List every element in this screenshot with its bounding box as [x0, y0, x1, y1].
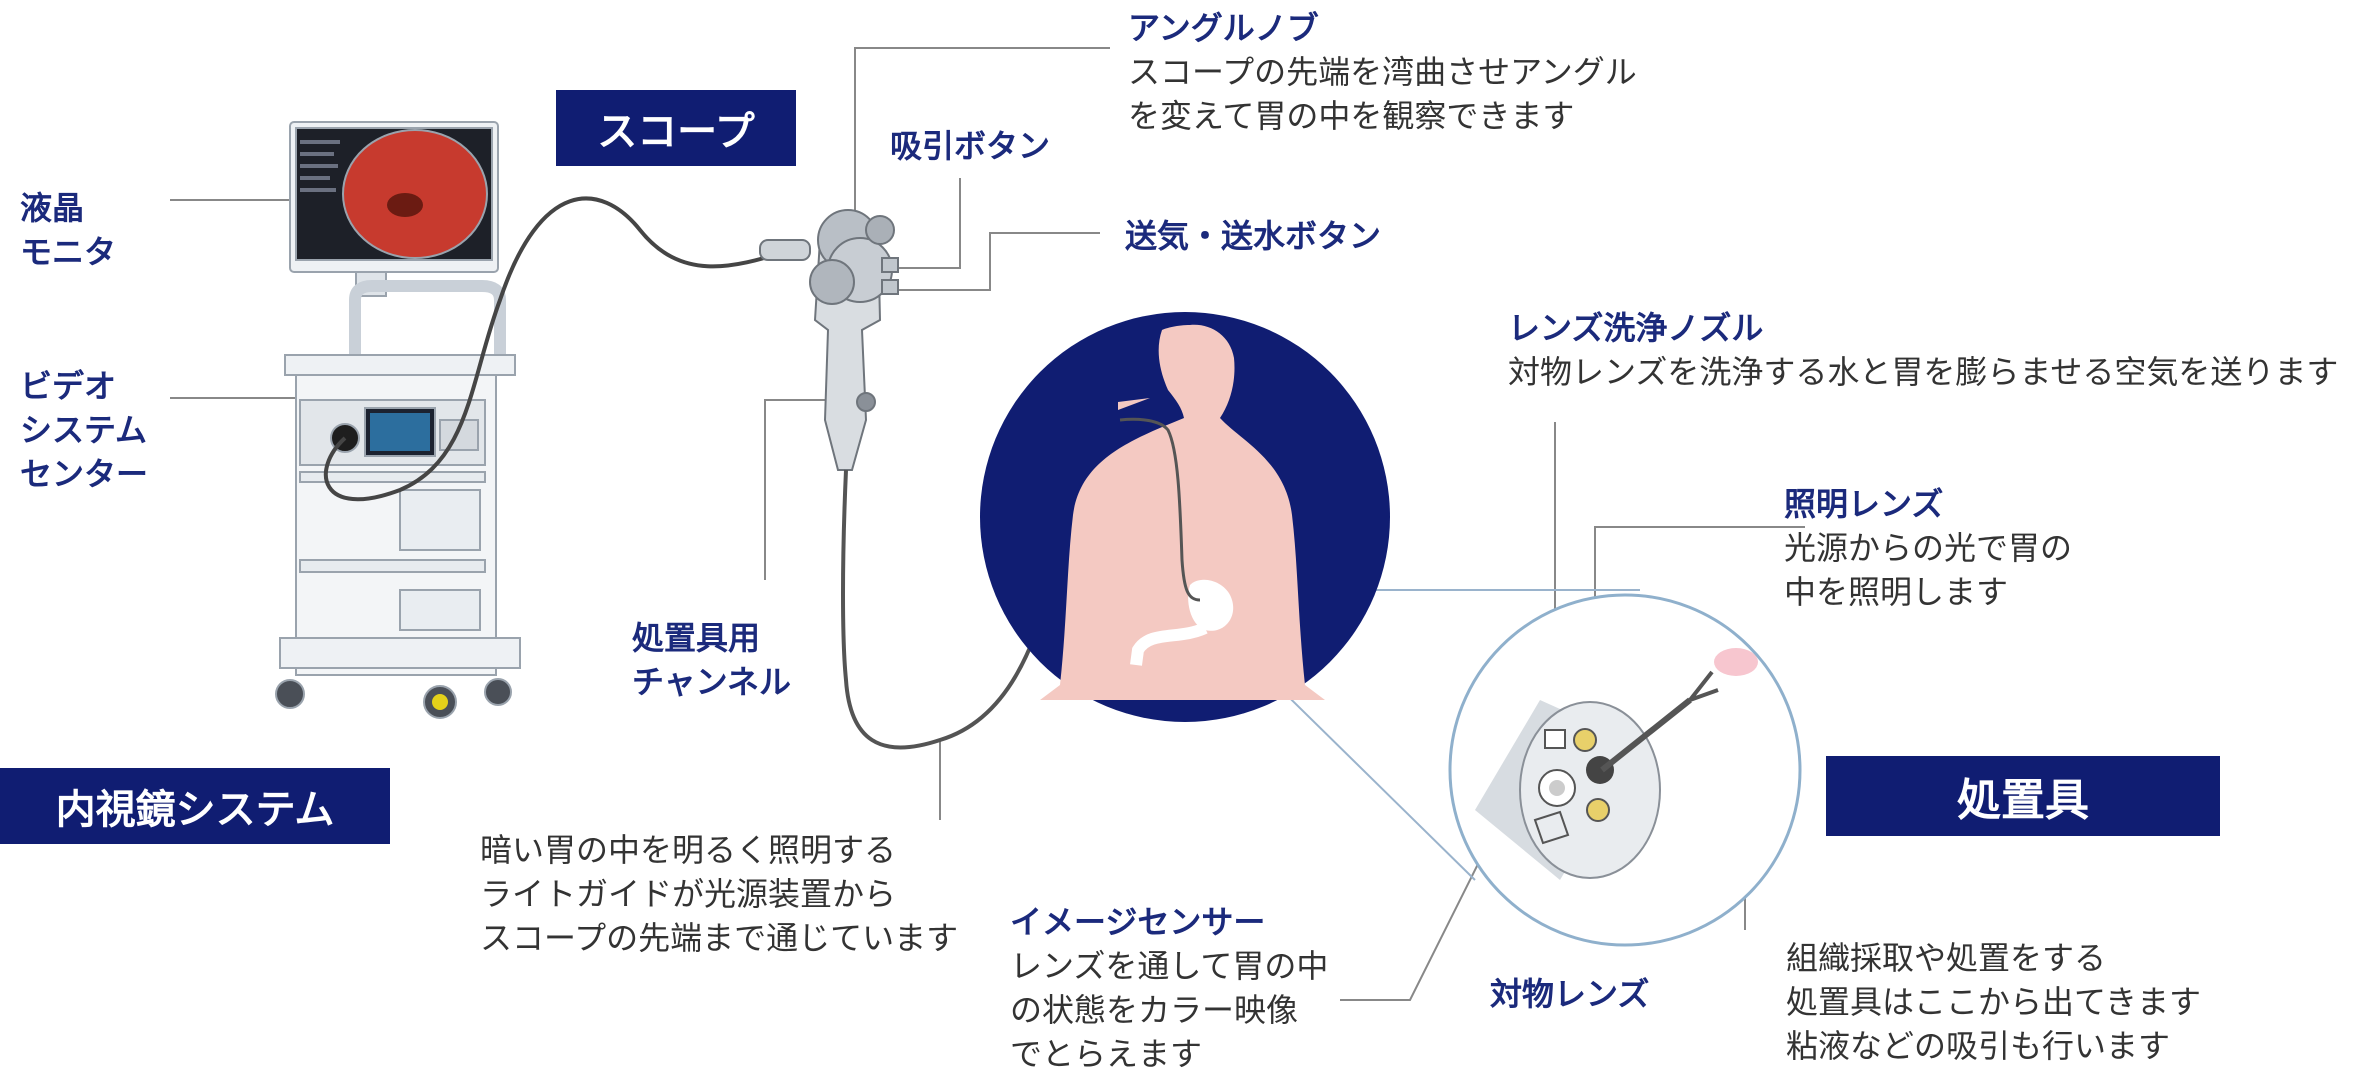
sensor-desc-line: の状態をカラー映像 [1010, 991, 1299, 1029]
illumination-desc-line: 光源からの光で胃の [1784, 529, 2073, 567]
instrument-desc: 組織採取や処置をする 処置具はここから出てきます 粘液などの吸引も行います [1786, 936, 2201, 1068]
universal-cord [323, 196, 791, 502]
sensor-desc-line: レンズを通して胃の中 [1010, 947, 1329, 985]
angle-knob-desc-line: スコープの先端を湾曲させアングル [1128, 53, 1637, 91]
light-guide-desc-line: ライトガイドが光源装置から [480, 875, 897, 913]
air-water-button-label: 送気・送水ボタン [1125, 217, 1382, 255]
monitor-label-line: 液晶 [20, 189, 85, 227]
angle-knob-desc-line: を変えて胃の中を観察できます [1128, 97, 1575, 135]
instrument-desc-line: 粘液などの吸引も行います [1786, 1027, 2171, 1065]
video-center-label-line: センター [20, 455, 149, 493]
light-guide-desc: 暗い胃の中を明るく照明する ライトガイドが光源装置から スコープの先端まで通じて… [480, 828, 958, 960]
suction-button-label: 吸引ボタン [890, 127, 1051, 165]
system-title-box: 内視鏡システム [0, 768, 390, 844]
sensor-desc-line: でとらえます [1010, 1035, 1203, 1073]
instrument-desc-line: 処置具はここから出てきます [1786, 983, 2202, 1021]
channel-label-line: チャンネル [632, 663, 792, 701]
sensor-label: イメージセンサー [1010, 903, 1266, 941]
endoscope-cart [275, 121, 521, 719]
scope-tip-detail [1448, 593, 1802, 947]
nozzle-desc: 対物レンズを洗浄する水と胃を膨らませる空気を送ります [1508, 353, 2339, 391]
channel-label: 処置具用 チャンネル [632, 616, 791, 704]
nozzle-label: レンズ洗浄ノズル [1508, 309, 1764, 347]
monitor-label: 液晶 モニタ [20, 186, 116, 274]
video-center-label-line: システム [20, 411, 148, 449]
channel-label-line: 処置具用 [632, 619, 761, 657]
illumination-desc: 光源からの光で胃の 中を照明します [1784, 526, 2072, 614]
monitor-label-line: モニタ [20, 233, 117, 271]
video-center-label-line: ビデオ [20, 367, 117, 405]
scope-handle [759, 209, 899, 471]
instrument-desc-line: 組織採取や処置をする [1786, 939, 2107, 977]
illumination-desc-line: 中を照明します [1784, 573, 2009, 611]
angle-knob-label: アングルノブ [1128, 9, 1319, 47]
light-guide-desc-line: 暗い胃の中を明るく照明する [480, 831, 897, 869]
instrument-title-box: 処置具 [1826, 756, 2220, 836]
angle-knob-desc: スコープの先端を湾曲させアングル を変えて胃の中を観察できます [1128, 50, 1637, 138]
patient-figure [980, 312, 1390, 722]
sensor-desc: レンズを通して胃の中 の状態をカラー映像 でとらえます [1010, 944, 1328, 1076]
scope-title-box: スコープ [556, 90, 796, 166]
objective-lens-label: 対物レンズ [1490, 975, 1650, 1013]
light-guide-desc-line: スコープの先端まで通じています [480, 919, 959, 957]
illumination-label: 照明レンズ [1784, 485, 1944, 523]
video-center-label: ビデオ システム センター [20, 364, 148, 496]
